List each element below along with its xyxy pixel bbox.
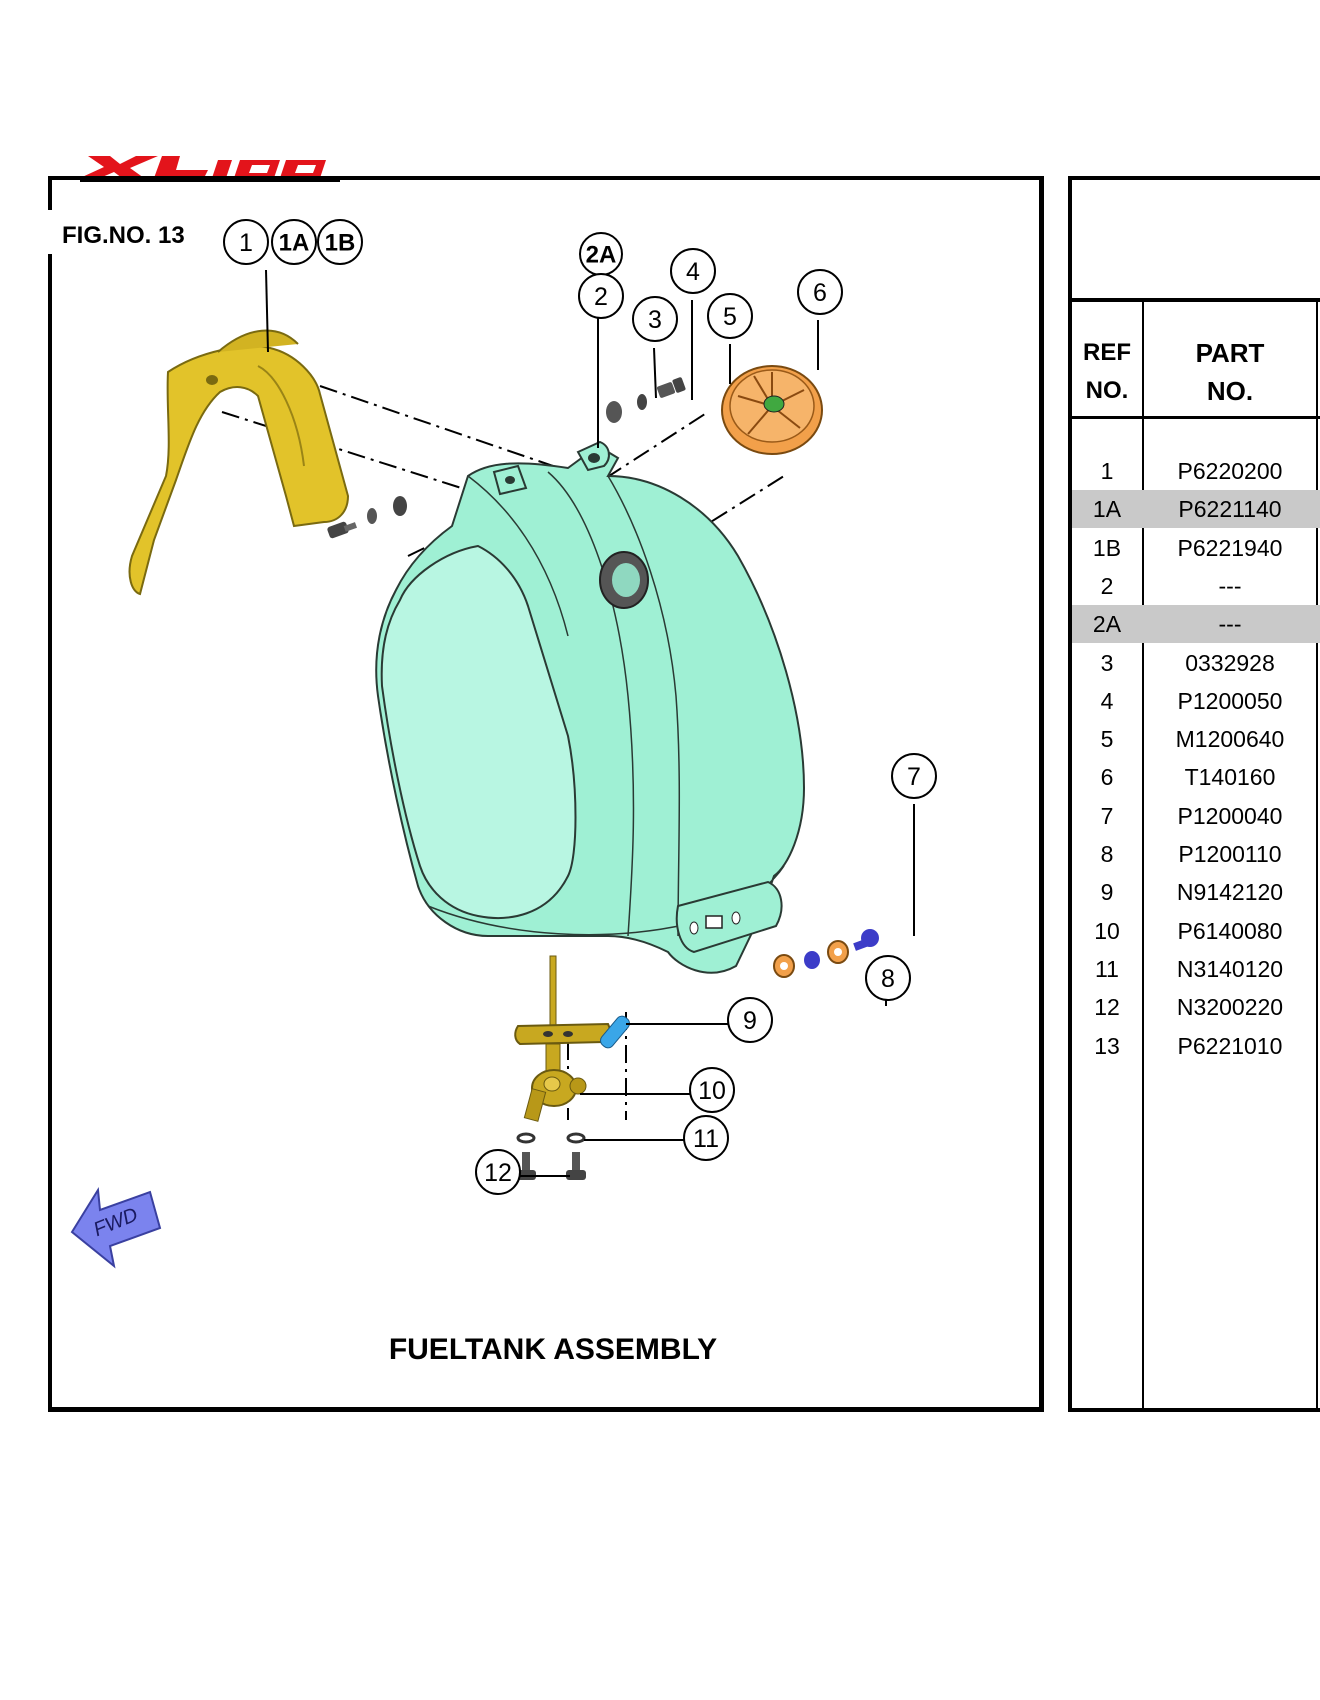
header-part-no: PART NO. bbox=[1195, 338, 1265, 406]
fuel-cap bbox=[721, 365, 823, 455]
part-no-cell: P1200050 bbox=[1177, 687, 1283, 714]
fuel-tap-assembly bbox=[514, 955, 630, 1180]
ref-no-cell: 12 bbox=[1094, 994, 1120, 1021]
callout-4: 4 bbox=[686, 258, 700, 286]
ref-no-cell: 1 bbox=[1100, 458, 1114, 484]
ref-no-cell: 1B bbox=[1092, 534, 1122, 561]
part-no-cell: N3140120 bbox=[1176, 955, 1284, 982]
part-no-cell: --- bbox=[1218, 572, 1242, 599]
callout-2a: 2A bbox=[586, 242, 617, 269]
table-row: 7 P1200040 bbox=[1072, 797, 1320, 835]
table-row: 6 T140160 bbox=[1072, 758, 1320, 796]
ref-no-cell: 6 bbox=[1100, 764, 1114, 791]
figure-number: FIG.NO. 13 bbox=[62, 222, 185, 249]
callout-2: 2 bbox=[594, 283, 608, 311]
table-row: 2 --- bbox=[1072, 567, 1320, 605]
part-no-cell: P6220200 bbox=[1177, 458, 1283, 484]
figure-frame bbox=[48, 176, 1044, 1412]
ref-no-cell: 1A bbox=[1092, 496, 1122, 523]
table-row: 12 N3200220 bbox=[1072, 988, 1320, 1026]
column-divider bbox=[1142, 302, 1144, 1408]
part-no-cell: P6140080 bbox=[1177, 917, 1283, 944]
table-row: 10 P6140080 bbox=[1072, 912, 1320, 950]
table-row: 1A P6221140 bbox=[1072, 490, 1320, 529]
mount-hardware-3-4-5 bbox=[606, 377, 686, 423]
table-row: 1B P6221940 bbox=[1072, 529, 1320, 567]
column-divider bbox=[1316, 302, 1318, 1408]
ref-no-cell: 2A bbox=[1092, 611, 1122, 638]
figure-title: FUELTANK ASSEMBLY bbox=[388, 1333, 718, 1366]
table-header-blank bbox=[1072, 180, 1320, 302]
xl100-logo bbox=[80, 156, 340, 182]
frame-gap bbox=[44, 210, 54, 254]
callout-12: 12 bbox=[484, 1159, 512, 1187]
ref-no-cell: 4 bbox=[1100, 687, 1114, 714]
part-no-cell: 0332928 bbox=[1185, 649, 1275, 676]
fuel-tank-exploded-diagram: 1 1A 1B 2A 2 3 4 5 6 7 8 9 10 11 12 FWD bbox=[70, 219, 937, 1269]
callout-7: 7 bbox=[907, 763, 921, 791]
table-row: 9 N9142120 bbox=[1072, 873, 1320, 911]
callout-6: 6 bbox=[813, 279, 827, 307]
ref-no-cell: 2 bbox=[1100, 572, 1114, 599]
table-row: 2A --- bbox=[1072, 605, 1320, 644]
callout-9: 9 bbox=[743, 1007, 757, 1035]
callout-10: 10 bbox=[698, 1077, 726, 1105]
table-row: 11 N3140120 bbox=[1072, 950, 1320, 988]
part-no-cell: P1200110 bbox=[1178, 841, 1282, 867]
parts-table: REF NO. PART NO. 1 P6220200 1A P6221140 1B P6… bbox=[1068, 176, 1320, 1412]
part-no-cell: T140160 bbox=[1184, 764, 1276, 791]
part-no-cell: --- bbox=[1218, 611, 1242, 638]
callout-5: 5 bbox=[723, 303, 737, 331]
header-ref-no: REF NO. bbox=[1083, 339, 1131, 404]
ref-no-cell: 10 bbox=[1094, 917, 1120, 944]
table-row: 4 P1200050 bbox=[1072, 682, 1320, 720]
callout-1: 1 bbox=[239, 229, 253, 257]
tank-shroud bbox=[128, 329, 350, 596]
table-row: 5 M1200640 bbox=[1072, 720, 1320, 758]
part-no-cell: P6221140 bbox=[1178, 496, 1282, 523]
table-row: 3 0332928 bbox=[1072, 644, 1320, 682]
ref-no-cell: 9 bbox=[1100, 879, 1114, 906]
ref-no-cell: 8 bbox=[1100, 841, 1114, 867]
ref-no-cell: 7 bbox=[1100, 802, 1114, 829]
callout-8: 8 bbox=[881, 965, 895, 993]
fwd-arrow-icon: FWD bbox=[70, 1186, 162, 1269]
rear-mount-hardware-7-8 bbox=[773, 929, 879, 978]
mount-bolt-left bbox=[327, 496, 407, 539]
table-row: 8 P1200110 bbox=[1072, 835, 1320, 873]
callout-3: 3 bbox=[648, 306, 662, 334]
part-no-cell: N9142120 bbox=[1176, 879, 1284, 906]
callout-11: 11 bbox=[693, 1125, 719, 1153]
header-rule bbox=[1072, 416, 1320, 419]
part-no-cell: M1200640 bbox=[1175, 726, 1285, 753]
ref-no-cell: 5 bbox=[1100, 726, 1114, 753]
part-no-cell: P1200040 bbox=[1177, 802, 1283, 829]
part-no-cell: N3200220 bbox=[1176, 994, 1284, 1021]
part-no-cell: P6221010 bbox=[1177, 1032, 1283, 1059]
part-no-cell: P6221940 bbox=[1177, 534, 1283, 561]
table-row: 1 P6220200 bbox=[1072, 452, 1320, 490]
table-row: 13 P6221010 bbox=[1072, 1027, 1320, 1065]
ref-no-cell: 3 bbox=[1100, 649, 1114, 676]
ref-no-cell: 13 bbox=[1094, 1032, 1120, 1059]
ref-no-cell: 11 bbox=[1095, 955, 1119, 982]
callout-1b: 1B bbox=[325, 230, 356, 257]
callout-1a: 1A bbox=[279, 230, 310, 257]
fuel-tank-body bbox=[375, 440, 806, 974]
